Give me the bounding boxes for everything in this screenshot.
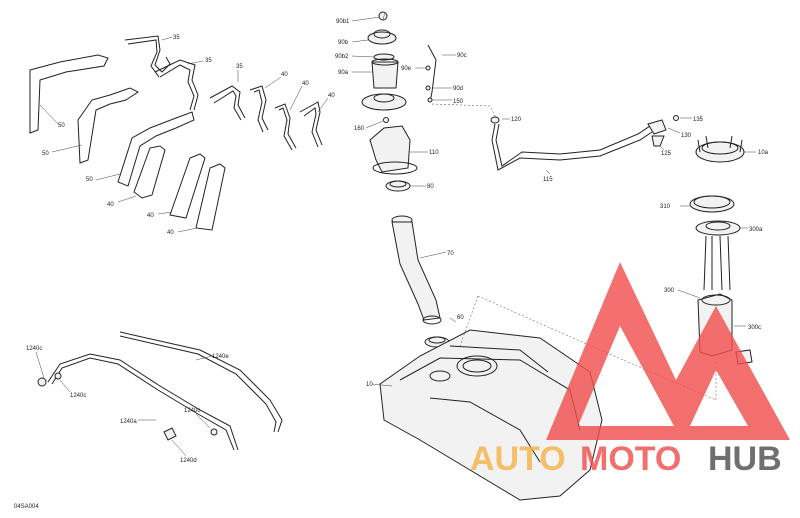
callout-60: 60 <box>457 315 464 321</box>
vent-line-assembly <box>431 103 692 175</box>
callout-35: 35 <box>205 58 212 64</box>
flange-300a <box>695 220 741 236</box>
strap-35-b-inner <box>159 64 195 111</box>
strap-40-c-inner <box>303 107 319 148</box>
strap-35-c-inner <box>213 90 242 121</box>
screw-135 <box>673 115 679 121</box>
strap-40-b <box>274 103 297 149</box>
filler-assembly <box>351 11 456 192</box>
callout-90c: 90c <box>457 53 467 59</box>
fitting-1240c-a <box>37 377 47 387</box>
watermark-triangle <box>546 262 790 440</box>
callout-115: 115 <box>543 177 553 183</box>
tank-body <box>379 329 603 501</box>
callout-40: 40 <box>328 93 335 99</box>
clip-90d <box>425 85 431 91</box>
callout-50: 50 <box>58 123 65 129</box>
callout-1240e: 1240e <box>212 354 229 360</box>
callout-130: 130 <box>681 133 692 139</box>
callout-50: 50 <box>42 151 49 157</box>
callout-150: 150 <box>453 99 464 105</box>
callout-120: 120 <box>511 117 522 123</box>
filler-hose <box>391 215 457 348</box>
callout-70: 70 <box>447 251 454 257</box>
callout-1240c: 1240c <box>70 393 86 399</box>
callout-1240c: 1240c <box>184 408 200 414</box>
watermark-text-auto: AUTO <box>470 440 566 478</box>
neck-90a <box>371 61 399 89</box>
strap-40-e <box>169 153 206 219</box>
callout-90d: 90d <box>453 86 463 92</box>
callout-40: 40 <box>147 213 154 219</box>
strap-40-a-inner <box>253 89 264 133</box>
clip-1240d <box>163 427 177 441</box>
callout-40: 40 <box>281 72 288 78</box>
clip-90e <box>425 65 431 71</box>
valve-130 <box>647 119 667 135</box>
callout-310: 310 <box>660 204 671 210</box>
strap-40-c <box>299 101 323 146</box>
callout-40: 40 <box>107 202 114 208</box>
hose-115 <box>491 123 653 171</box>
fitting-125 <box>651 135 665 147</box>
clamp-1240c-b <box>54 372 62 380</box>
callout-135: 135 <box>693 117 704 123</box>
strap-40-d <box>133 145 166 199</box>
hose-70 <box>391 221 441 321</box>
strap-40-a <box>249 85 269 131</box>
callout-35: 35 <box>236 64 243 70</box>
callout-110: 110 <box>429 150 439 156</box>
pump-wires <box>703 235 731 291</box>
callout-10a: 10a <box>758 150 769 156</box>
callout-90a: 90a <box>338 70 349 76</box>
watermark-logo: AUTO MOTO HUB <box>470 262 790 478</box>
callout-80: 80 <box>427 184 434 190</box>
callout-10: 10 <box>366 382 373 388</box>
strap-50-a <box>29 54 109 134</box>
strap-35-b <box>154 59 199 111</box>
strap-50-b <box>77 87 139 164</box>
watermark-text-hub: HUB <box>708 440 782 478</box>
strap-35-c <box>209 85 246 119</box>
callout-90b: 90b <box>338 40 349 46</box>
strap-50-c <box>117 111 195 187</box>
callout-40: 40 <box>167 230 174 236</box>
callout-300a: 300a <box>749 227 763 233</box>
strap-group <box>29 35 329 233</box>
strap-40-f <box>195 163 226 231</box>
callout-125: 125 <box>661 151 672 157</box>
screw-150 <box>427 97 433 103</box>
callout-300c: 300c <box>748 325 761 331</box>
callout-labels: 35 35 35 40 40 40 50 50 50 40 40 40 90b1… <box>14 19 769 510</box>
callout-1240a: 1240a <box>120 419 137 425</box>
callout-90e: 90e <box>401 66 412 72</box>
callout-1240d: 1240d <box>180 458 197 464</box>
drain-hose-group <box>35 331 283 457</box>
strap-35-a-inner <box>127 39 160 78</box>
callout-160: 160 <box>354 126 365 132</box>
screw-160 <box>383 117 389 123</box>
clamp-80-top <box>385 180 411 192</box>
callout-35: 35 <box>173 35 180 41</box>
lock-ring-10a <box>695 141 745 163</box>
hose-1240e <box>119 331 283 433</box>
housing-110 <box>369 125 411 173</box>
callout-1240c: 1240c <box>26 346 42 352</box>
strap-40-b-inner <box>278 107 293 151</box>
callout-40: 40 <box>302 81 309 87</box>
callout-90b2: 90b2 <box>335 54 349 60</box>
hose-1240a <box>47 353 239 451</box>
callout-300: 300 <box>664 288 675 294</box>
hose-90c <box>427 44 437 103</box>
callout-50: 50 <box>86 177 93 183</box>
clamp-1240c-c <box>210 428 218 436</box>
callout-90b1: 90b1 <box>336 19 350 25</box>
figure-id: 04SA004 <box>14 504 39 510</box>
cap-90b1 <box>378 11 388 21</box>
clamp-120 <box>490 116 500 124</box>
watermark-text-moto: MOTO <box>580 440 681 478</box>
strap-35-a <box>124 35 171 73</box>
